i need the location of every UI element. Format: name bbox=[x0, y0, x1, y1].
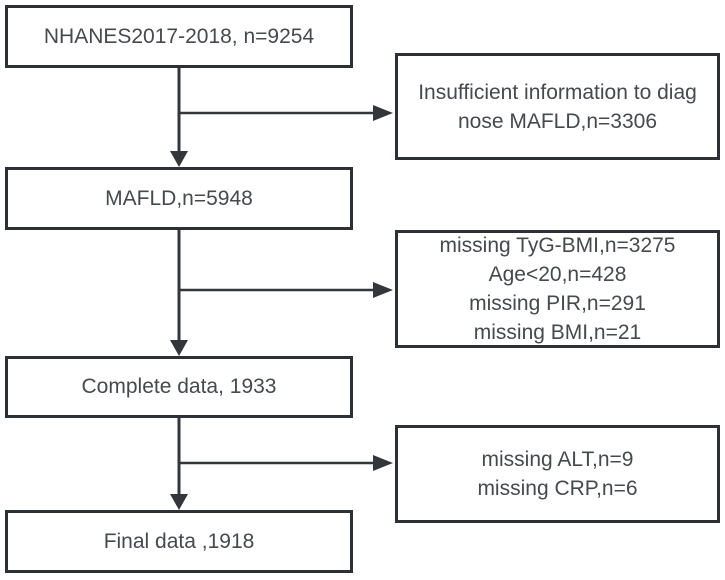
exclusion-line: Age<20,n=428 bbox=[488, 263, 627, 286]
node-nhanes-cohort: NHANES2017-2018, n=9254 bbox=[5, 5, 353, 68]
exclusion-line: missing TyG-BMI,n=3275 bbox=[439, 234, 676, 257]
node-exclusion-missing-labs: missing ALT,n=9 missing CRP,n=6 bbox=[395, 425, 720, 523]
node-final-data: Final data ,1918 bbox=[5, 510, 353, 573]
arrow-down-3-head bbox=[170, 494, 188, 510]
node-label: MAFLD,n=5948 bbox=[105, 186, 253, 210]
arrow-right-1-head bbox=[373, 105, 393, 121]
node-exclusion-mafld-diagnosis: Insufficient information to diag nose MA… bbox=[395, 53, 720, 160]
arrow-right-2-head bbox=[373, 282, 393, 298]
exclusion-line: missing PIR,n=291 bbox=[469, 292, 646, 315]
node-complete-data: Complete data, 1933 bbox=[5, 356, 353, 418]
exclusion-line: nose MAFLD,n=3306 bbox=[457, 109, 658, 133]
arrow-down-2-head bbox=[170, 340, 188, 356]
arrow-right-3-head bbox=[373, 455, 393, 471]
exclusion-line: missing BMI,n=21 bbox=[473, 321, 642, 344]
exclusion-line: Insufficient information to diag bbox=[418, 80, 697, 104]
node-label: Complete data, 1933 bbox=[81, 375, 277, 399]
node-exclusion-missing-covariates: missing TyG-BMI,n=3275 Age<20,n=428 miss… bbox=[395, 230, 720, 348]
exclusion-line: missing CRP,n=6 bbox=[477, 477, 638, 500]
node-label: NHANES2017-2018, n=9254 bbox=[43, 24, 315, 48]
exclusion-line: missing ALT,n=9 bbox=[481, 448, 634, 471]
arrow-down-1-head bbox=[170, 151, 188, 167]
node-mafld: MAFLD,n=5948 bbox=[5, 167, 353, 230]
node-label: Final data ,1918 bbox=[103, 529, 255, 553]
